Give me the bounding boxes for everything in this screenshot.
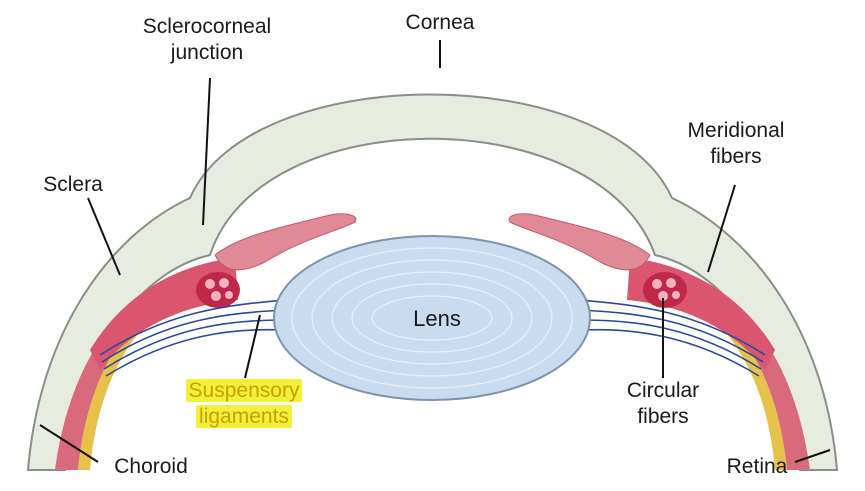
label-circular-fibers: Circular fibers bbox=[598, 378, 728, 430]
label-meridional-fibers: Meridional fibers bbox=[666, 118, 806, 170]
label-choroid: Choroid bbox=[96, 454, 206, 480]
label-lens: Lens bbox=[402, 306, 472, 332]
circular-fibers-left bbox=[196, 272, 240, 308]
label-sclera: Sclera bbox=[28, 172, 118, 198]
label-suspensory-ligaments: Suspensory ligaments bbox=[164, 378, 324, 430]
leader-suspensory-ligaments bbox=[245, 315, 260, 378]
label-retina: Retina bbox=[712, 454, 802, 480]
label-cornea: Cornea bbox=[385, 10, 495, 36]
circular-fibers-right bbox=[643, 272, 687, 308]
highlight-suspensory: Suspensory bbox=[186, 379, 303, 402]
highlight-ligaments: ligaments bbox=[196, 405, 292, 428]
label-sclerocorneal-junction: Sclerocorneal junction bbox=[122, 14, 292, 66]
leader-sclera bbox=[88, 198, 120, 275]
